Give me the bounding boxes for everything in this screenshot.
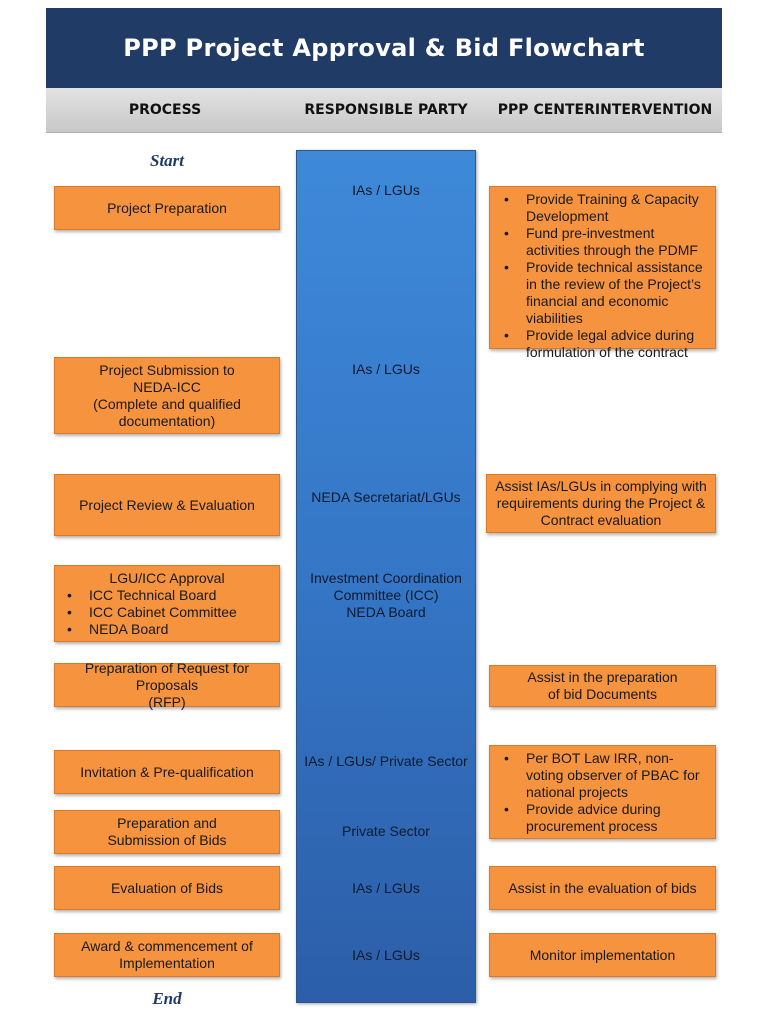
process-step-bids-submission: Preparation and Submission of Bids <box>54 810 280 854</box>
ppp-intervention-item: Per BOT Law IRR, non-voting observer of … <box>498 750 707 801</box>
page-title: PPP Project Approval & Bid Flowchart <box>46 8 722 88</box>
ppp-intervention-review: Assist IAs/LGUs in complying with requir… <box>486 474 716 533</box>
party-award: IAs / LGUs <box>352 947 420 963</box>
process-step-bids-evaluation: Evaluation of Bids <box>54 866 280 910</box>
process-step-label: Project Submission to <box>99 361 235 378</box>
process-step-project-preparation: Project Preparation <box>54 186 280 230</box>
party-bids-evaluation: IAs / LGUs <box>352 880 420 896</box>
party-bids-submission: Private Sector <box>342 823 430 839</box>
process-step-label: LGU/ICC Approval <box>109 569 225 586</box>
ppp-intervention-item: Provide Training & Capacity Development <box>498 191 707 225</box>
process-step-approval: LGU/ICC Approval ICC Technical Board ICC… <box>54 565 280 642</box>
ppp-intervention-line: of bid Documents <box>548 686 657 702</box>
process-step-label: documentation) <box>118 412 216 429</box>
header-responsible-party: RESPONSIBLE PARTY <box>304 101 468 118</box>
process-step-project-review: Project Review & Evaluation <box>54 474 280 536</box>
ppp-intervention-preparation: Provide Training & Capacity Development … <box>489 186 716 360</box>
ppp-intervention-invitation: Per BOT Law IRR, non-voting observer of … <box>489 745 716 839</box>
process-step-label: NEDA-ICC <box>133 378 201 395</box>
process-step-label: Preparation and <box>117 815 217 831</box>
party-project-preparation: IAs / LGUs <box>352 182 420 198</box>
process-step-invitation: Invitation & Pre-qualification <box>54 750 280 794</box>
approval-body-item: ICC Cabinet Committee <box>61 604 273 621</box>
party-approval: Investment Coordination Committee (ICC) … <box>296 570 476 621</box>
column-header-bar: PROCESS RESPONSIBLE PARTY PPP CENTER INT… <box>46 88 722 133</box>
ppp-intervention-item: Fund pre-investment activities through t… <box>498 225 707 259</box>
process-step-label: (RFP) <box>148 693 186 710</box>
ppp-intervention-award: Monitor implementation <box>489 933 716 977</box>
party-approval-line: Committee (ICC) <box>333 587 439 603</box>
ppp-intervention-item: Provide technical assistance in the revi… <box>498 259 707 327</box>
party-approval-line: NEDA Board <box>346 604 426 620</box>
approval-body-item: NEDA Board <box>61 621 273 638</box>
process-step-label: Implementation <box>119 955 215 971</box>
process-step-label: Evaluation of Bids <box>110 879 224 896</box>
header-process: PROCESS <box>128 101 202 118</box>
ppp-intervention-line: Assist IAs/LGUs in complying with <box>495 478 707 494</box>
header-ppp-line2: INTERVENTION <box>594 101 713 118</box>
ppp-intervention-item: Provide legal advice during formulation … <box>498 327 707 361</box>
process-step-label: Invitation & Pre-qualification <box>80 763 254 780</box>
ppp-intervention-list: Provide Training & Capacity Development … <box>498 191 707 361</box>
party-approval-line: Investment Coordination <box>310 570 462 586</box>
process-step-label: Award & commencement of <box>81 938 253 954</box>
ppp-intervention-rfp: Assist in the preparation of bid Documen… <box>489 665 716 707</box>
process-step-label: Project Review & Evaluation <box>79 496 255 513</box>
process-step-label: Preparation of Request for Proposals <box>84 659 250 693</box>
approval-body-item: ICC Technical Board <box>61 587 273 604</box>
ppp-intervention-line: Assist in the preparation <box>527 669 678 685</box>
approval-bodies-list: ICC Technical Board ICC Cabinet Committe… <box>61 587 273 638</box>
process-step-award: Award & commencement of Implementation <box>54 933 280 977</box>
ppp-intervention-evaluation: Assist in the evaluation of bids <box>489 866 716 910</box>
process-step-label: Project Preparation <box>107 199 227 216</box>
ppp-intervention-line: requirements during the Project & <box>496 495 706 511</box>
process-step-project-submission: Project Submission to NEDA-ICC (Complete… <box>54 357 280 434</box>
header-ppp-line1: PPP CENTER <box>497 101 595 118</box>
party-project-submission: IAs / LGUs <box>352 361 420 377</box>
end-label: End <box>152 989 182 1008</box>
party-invitation: IAs / LGUs/ Private Sector <box>304 753 468 769</box>
ppp-intervention-item: Provide advice during procurement proces… <box>498 801 707 835</box>
ppp-intervention-line: Monitor implementation <box>529 946 676 963</box>
party-project-review: NEDA Secretariat/LGUs <box>311 489 461 505</box>
start-label: Start <box>149 151 185 170</box>
process-step-label: (Complete and qualified <box>93 395 241 412</box>
header-ppp-center-intervention: PPP CENTER INTERVENTION <box>488 88 722 132</box>
process-step-rfp: Preparation of Request for Proposals (RF… <box>54 659 280 710</box>
ppp-intervention-list: Per BOT Law IRR, non-voting observer of … <box>498 750 707 835</box>
responsible-party-column <box>296 150 476 1003</box>
ppp-intervention-line: Assist in the evaluation of bids <box>508 879 697 896</box>
process-step-label: Submission of Bids <box>107 832 227 848</box>
ppp-intervention-line: Contract evaluation <box>540 512 662 528</box>
